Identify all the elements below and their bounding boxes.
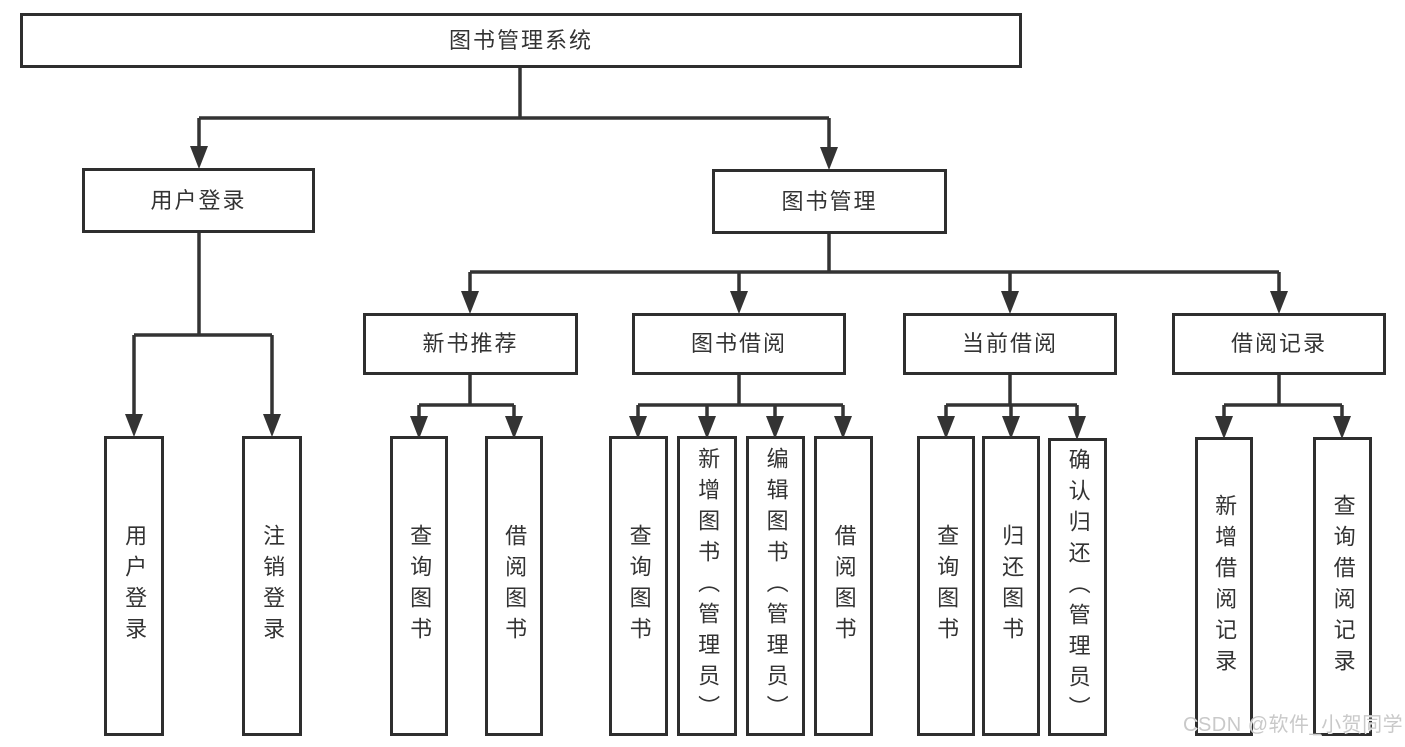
leaf-nbr-query-books: 查询图书: [390, 436, 448, 736]
node-current-borrow-label: 当前借阅: [961, 331, 1058, 356]
edge-user-login-to-leaves: [125, 233, 281, 437]
edge-borrow-records-to-leaves: [1215, 375, 1351, 439]
edge-current-borrow-to-leaves: [937, 375, 1086, 440]
leaf-cb-query-books-label: 查询图书: [934, 524, 960, 648]
leaf-br-add-record-label: 新增借阅记录: [1212, 493, 1238, 680]
leaf-cb-return-books: 归还图书: [982, 436, 1040, 736]
node-user-login-label: 用户登录: [150, 187, 247, 213]
leaf-bb-borrow-books-label: 借阅图书: [831, 524, 857, 648]
leaf-bb-add-books-admin: 新增图书（管理员）: [677, 436, 737, 736]
leaf-nbr-query-books-label: 查询图书: [407, 524, 433, 648]
leaf-br-add-record: 新增借阅记录: [1195, 437, 1253, 736]
leaf-user-login-label: 用户登录: [122, 524, 148, 648]
leaf-bb-query-books: 查询图书: [609, 436, 668, 736]
node-root: 图书管理系统: [20, 13, 1022, 68]
node-book-management-label: 图书管理: [781, 188, 878, 214]
node-current-borrow: 当前借阅: [903, 313, 1117, 375]
node-book-borrow-label: 图书借阅: [690, 331, 787, 356]
leaf-nbr-borrow-books-label: 借阅图书: [502, 524, 528, 648]
node-book-borrow: 图书借阅: [632, 313, 846, 375]
edge-book-borrow-to-leaves: [629, 375, 852, 439]
leaf-cb-confirm-return-admin-label: 确认归还（管理员）: [1065, 447, 1091, 727]
edge-book-management-to-level2: [461, 234, 1288, 314]
leaf-logout: 注销登录: [242, 436, 302, 736]
leaf-bb-edit-books-admin-label: 编辑图书（管理员）: [763, 446, 789, 726]
node-book-management: 图书管理: [712, 169, 947, 234]
edge-root-to-level1: [190, 68, 838, 170]
node-new-book-recommend-label: 新书推荐: [422, 331, 519, 356]
leaf-cb-return-books-label: 归还图书: [999, 524, 1025, 648]
leaf-bb-borrow-books: 借阅图书: [814, 436, 873, 736]
leaf-cb-confirm-return-admin: 确认归还（管理员）: [1048, 438, 1107, 736]
node-user-login: 用户登录: [82, 168, 315, 233]
node-root-label: 图书管理系统: [448, 27, 593, 53]
node-borrow-records: 借阅记录: [1172, 313, 1386, 375]
leaf-bb-add-books-admin-label: 新增图书（管理员）: [695, 446, 721, 726]
leaf-br-query-record-label: 查询借阅记录: [1330, 493, 1356, 680]
leaf-br-query-record: 查询借阅记录: [1313, 437, 1372, 736]
leaf-logout-label: 注销登录: [260, 524, 286, 648]
leaf-user-login: 用户登录: [104, 436, 164, 736]
leaf-bb-edit-books-admin: 编辑图书（管理员）: [746, 436, 805, 736]
node-borrow-records-label: 借阅记录: [1230, 331, 1327, 356]
node-new-book-recommend: 新书推荐: [363, 313, 578, 375]
leaf-nbr-borrow-books: 借阅图书: [485, 436, 543, 736]
edge-new-book-recommend-to-leaves: [410, 375, 523, 439]
leaf-bb-query-books-label: 查询图书: [626, 524, 652, 648]
leaf-cb-query-books: 查询图书: [917, 436, 975, 736]
watermark: CSDN @软件_小贺同学: [1183, 714, 1404, 736]
